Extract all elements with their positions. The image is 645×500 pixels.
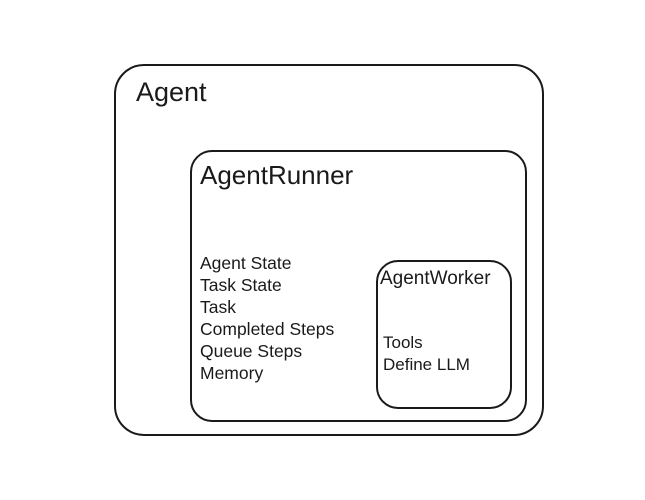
agent-runner-list: Agent State Task State Task Completed St… xyxy=(200,252,334,384)
agent-runner-item-completed-steps: Completed Steps xyxy=(200,319,335,339)
agent-runner-title: AgentRunner xyxy=(200,160,354,190)
agent-runner-box xyxy=(190,150,527,422)
agent-title: Agent xyxy=(136,77,207,107)
agent-runner-item-agent-state: Agent State xyxy=(200,253,292,273)
agent-worker-title: AgentWorker xyxy=(380,268,491,289)
agent-worker-list: Tools Define LLM xyxy=(383,332,470,375)
agent-box xyxy=(114,64,544,436)
agent-runner-item-task: Task xyxy=(200,297,236,317)
agent-runner-item-memory: Memory xyxy=(200,363,264,383)
agent-runner-item-queue-steps: Queue Steps xyxy=(200,341,303,361)
agent-worker-item-tools: Tools xyxy=(383,333,423,352)
agent-worker-item-define-llm: Define LLM xyxy=(383,354,470,374)
agent-runner-item-task-state: Task State xyxy=(200,275,282,295)
agent-worker-box xyxy=(376,260,512,409)
